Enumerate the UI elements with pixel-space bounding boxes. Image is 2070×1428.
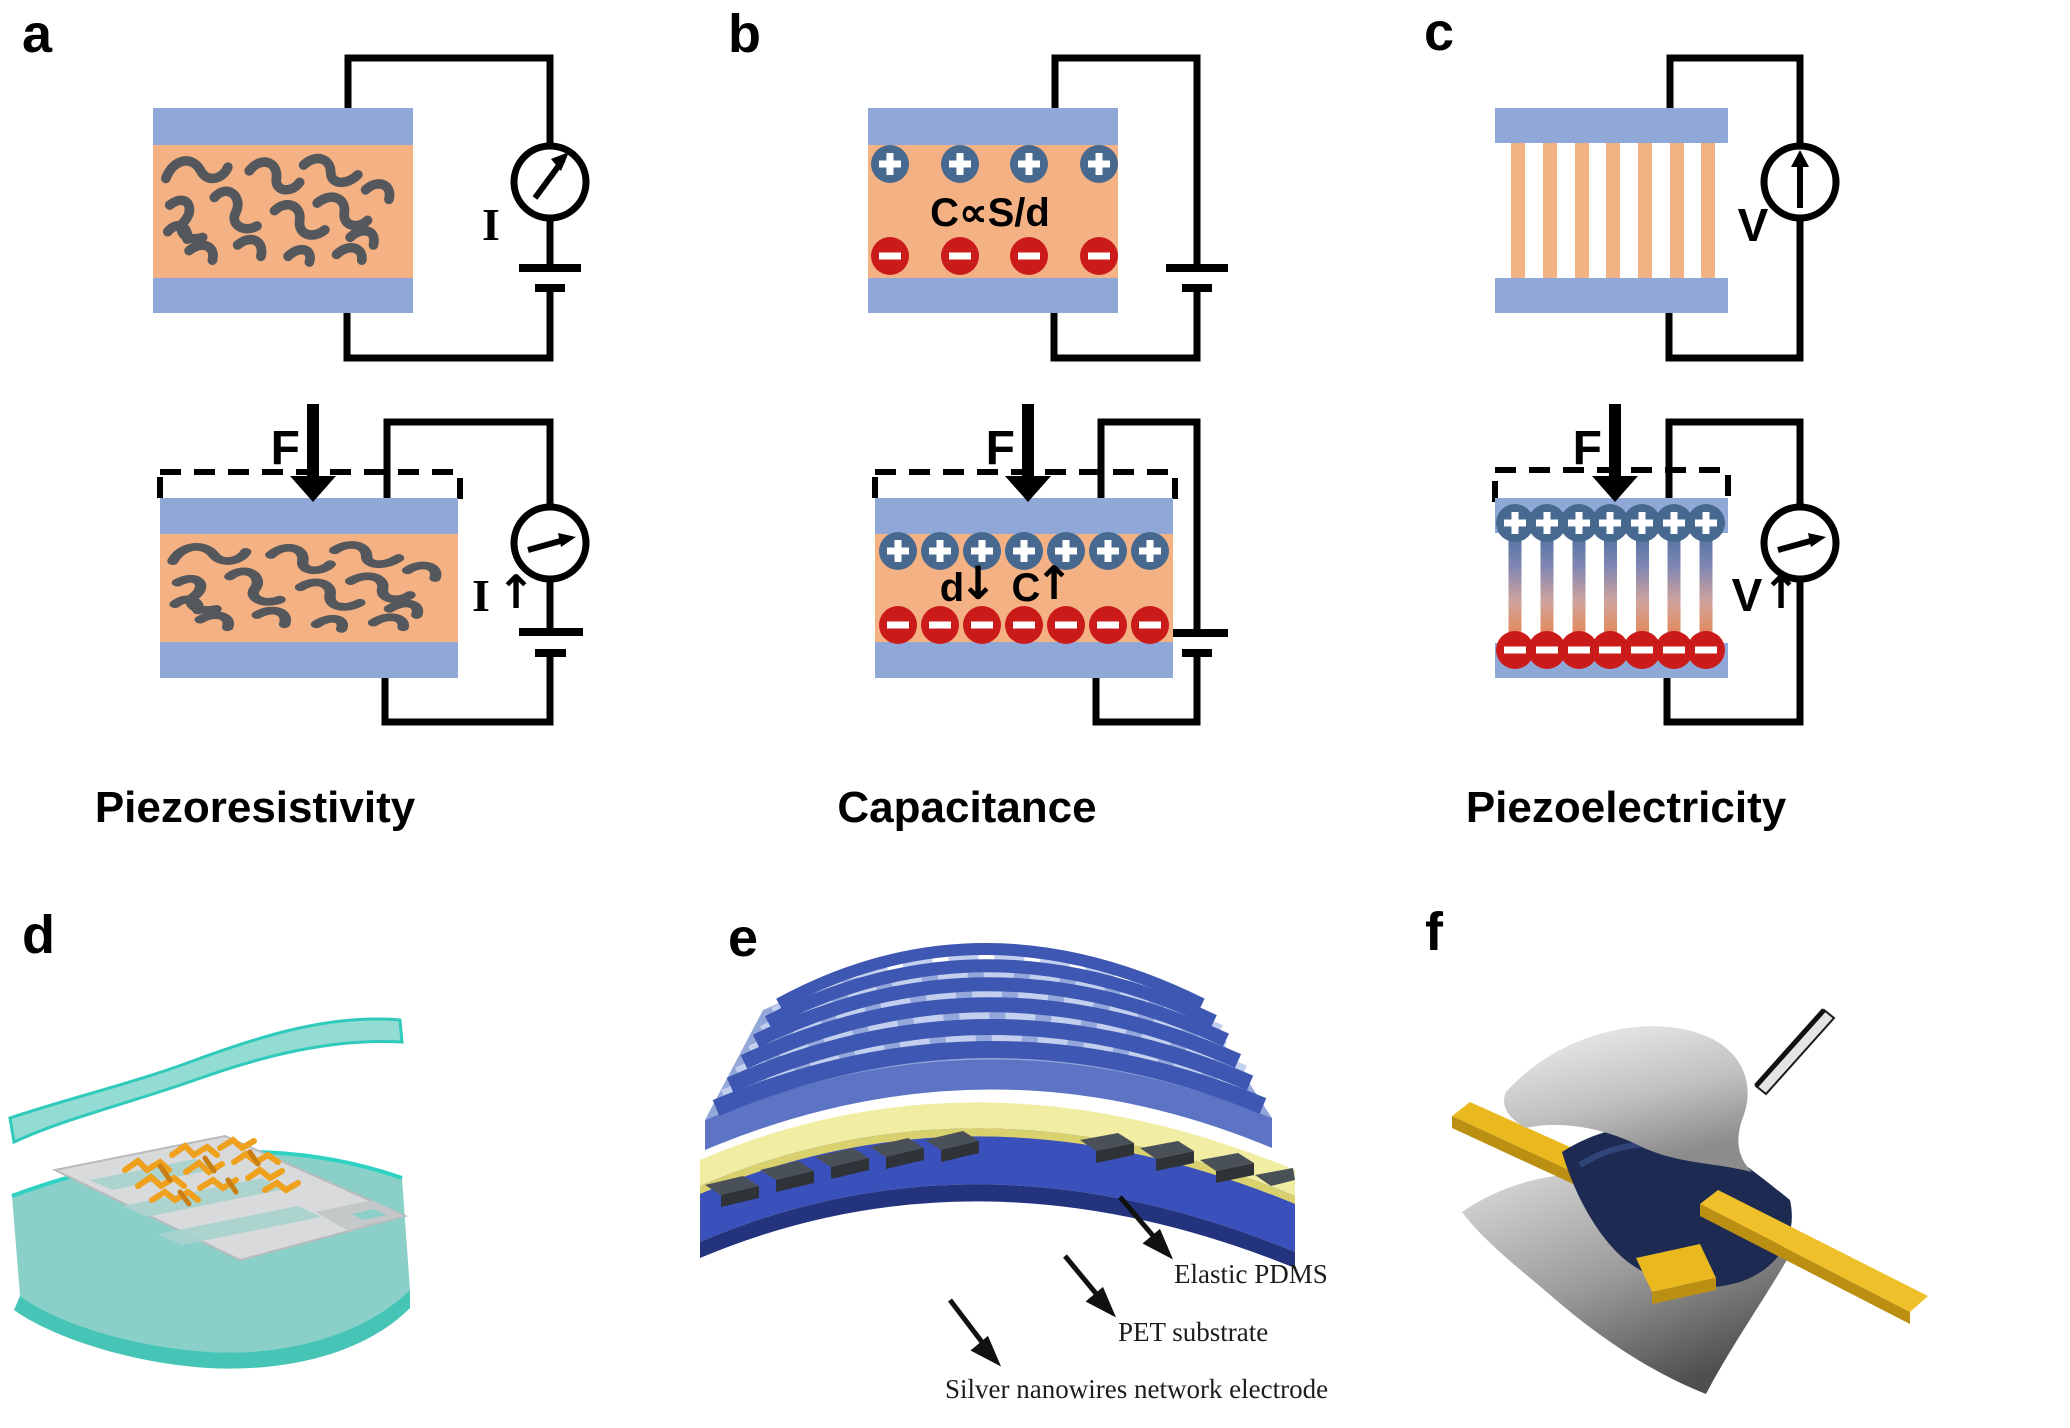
force-arrow-icon [307, 404, 319, 478]
piezoresistive-sensor-rest: I [153, 54, 590, 362]
panel-d-device-illustration: d [8, 905, 410, 1369]
panel-f-device-illustration: f [1425, 902, 1928, 1394]
panel-letter-e: e [728, 908, 758, 968]
gold-pad-bottom [1636, 1244, 1716, 1304]
pdms-slab-front-face [705, 1058, 1272, 1150]
force-label: F [986, 422, 1015, 475]
distance-label: d [940, 566, 964, 610]
nanowire-mesh-shadow [157, 1149, 261, 1207]
bottom-electrode [153, 278, 413, 313]
mechanism-label-piezoresistivity: Piezoresistivity [95, 783, 416, 832]
voltage-label: V [1738, 199, 1769, 251]
panel-letter-b: b [728, 4, 761, 64]
electrode-slots [90, 1159, 321, 1245]
pdms-ridge-strips [712, 943, 1267, 1116]
polarized-pillars [1508, 521, 1713, 651]
panel-letter-c: c [1424, 2, 1454, 62]
gold-beam-right [1700, 1190, 1928, 1324]
current-label: I [482, 199, 500, 250]
capacitive-sensor-pressed: F d ↓ C ↑ [872, 404, 1228, 726]
top-blade [1754, 1008, 1836, 1096]
top-electrode [153, 108, 413, 145]
piezoelectric-sensor-pressed: F V ↑ [1492, 404, 1840, 726]
panel-letter-a: a [22, 4, 53, 64]
piezoresistive-sensor-pressed: F I ↑ [157, 404, 590, 726]
mechanism-label-piezoelectricity: Piezoelectricity [1466, 783, 1787, 832]
force-label: F [1573, 422, 1602, 475]
top-elastomer-film [8, 1017, 404, 1145]
bottom-film-edge [14, 1290, 410, 1369]
panel-c-piezoelectricity: c V [1424, 2, 1840, 832]
capacitance-symbol: C [1012, 566, 1041, 610]
interlayer-yellow [700, 1102, 1295, 1196]
force-label: F [271, 422, 300, 475]
panel-letter-d: d [22, 905, 55, 965]
voltage-increase-arrow: ↑ [1762, 565, 1801, 619]
annotation-elastic-pdms: Elastic PDMS [1174, 1259, 1328, 1289]
piezo-pillars [1511, 143, 1715, 278]
pet-substrate-edge [700, 1184, 1295, 1268]
annotation-arrows [948, 1195, 1174, 1367]
panel-b-capacitance: b C∝S/d [728, 4, 1228, 832]
top-gray-sheet [1504, 1026, 1752, 1172]
force-arrow-icon [1022, 404, 1034, 478]
voltage-label-pressed: V [1732, 569, 1763, 621]
panel-e-device-illustration: e Elastic PDMS [700, 908, 1328, 1404]
piezoelectric-sensor-rest: V [1495, 54, 1840, 362]
capacitance-formula: C∝S/d [930, 191, 1050, 235]
capacitive-sensor-rest: C∝S/d [868, 54, 1228, 362]
annotation-silver-nanowires: Silver nanowires network electrode [945, 1374, 1328, 1404]
panel-letter-f: f [1425, 902, 1444, 962]
mechanism-label-capacitance: Capacitance [837, 783, 1096, 832]
current-label-pressed: I [472, 570, 490, 621]
distance-decrease-arrow: ↓ [959, 556, 998, 610]
force-arrow-icon [1609, 404, 1621, 478]
current-increase-arrow: ↑ [497, 565, 536, 619]
capacitance-increase-arrow: ↑ [1035, 556, 1074, 610]
silver-nanowire-electrode-blocks [705, 1131, 1295, 1207]
annotation-pet-substrate: PET substrate [1118, 1317, 1268, 1347]
panel-a-piezoresistivity: a I [22, 4, 590, 832]
